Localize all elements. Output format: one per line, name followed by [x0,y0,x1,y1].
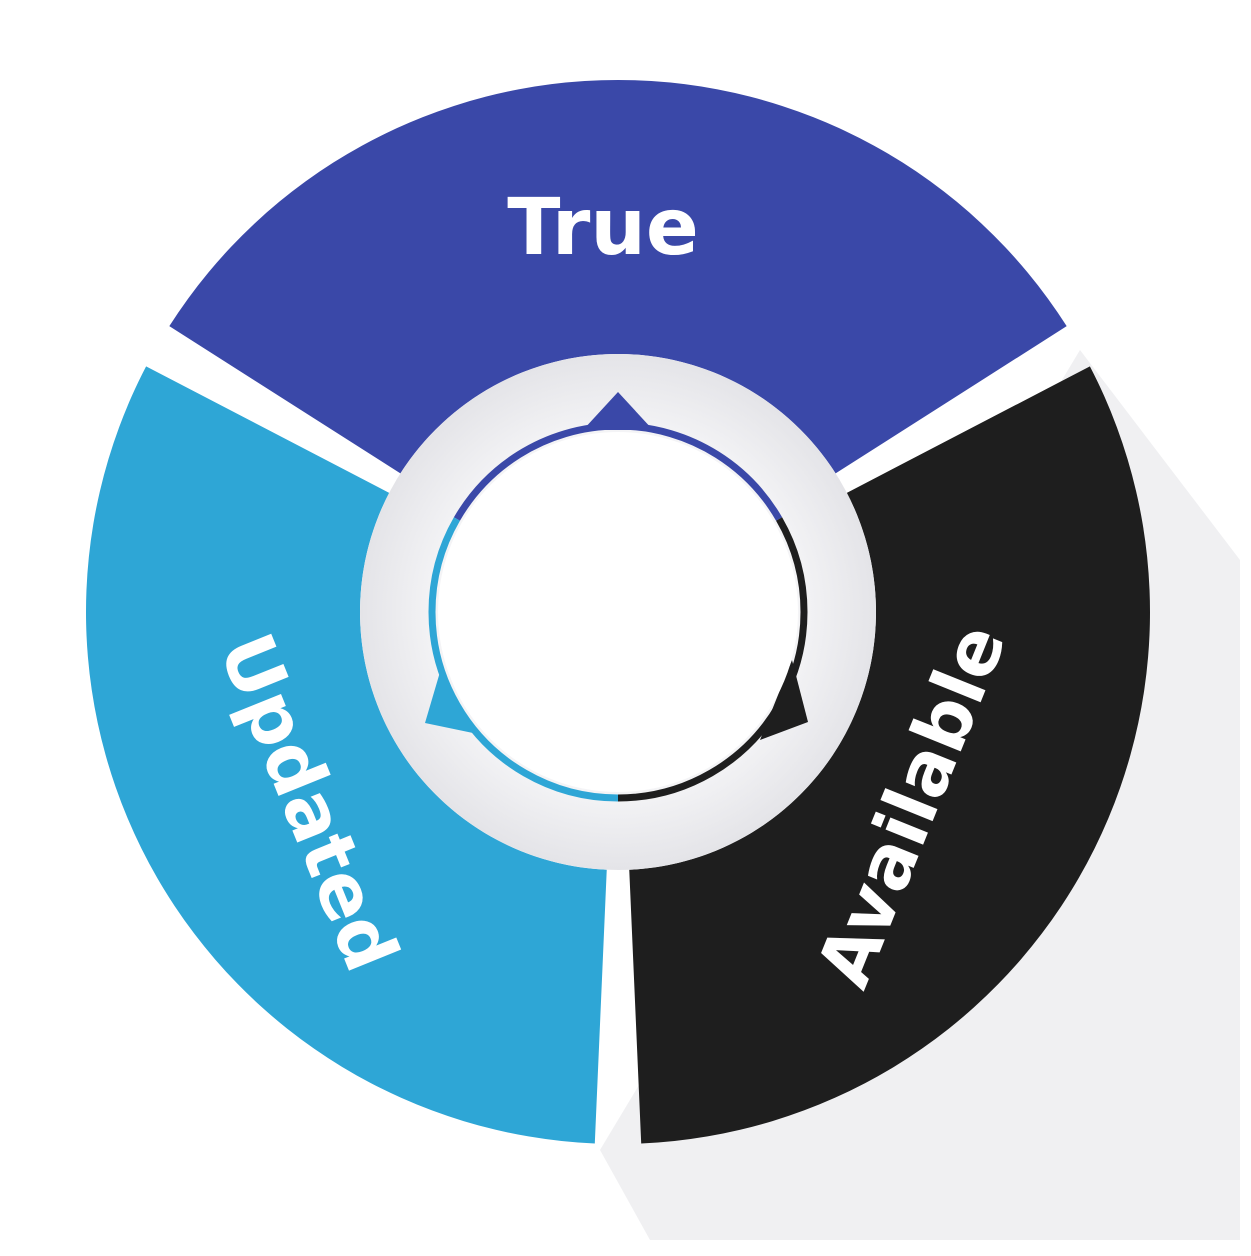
segment-true[interactable] [169,80,1067,474]
hub-pointer-true [583,392,653,430]
segment-label-true: True [507,183,699,273]
segment-updated[interactable] [85,366,607,1144]
hub-pointer-updated [425,672,473,733]
center-hub [425,392,808,802]
segment-available[interactable] [629,366,1151,1144]
hub-pointer-available [760,660,808,740]
hub-center [438,432,798,792]
